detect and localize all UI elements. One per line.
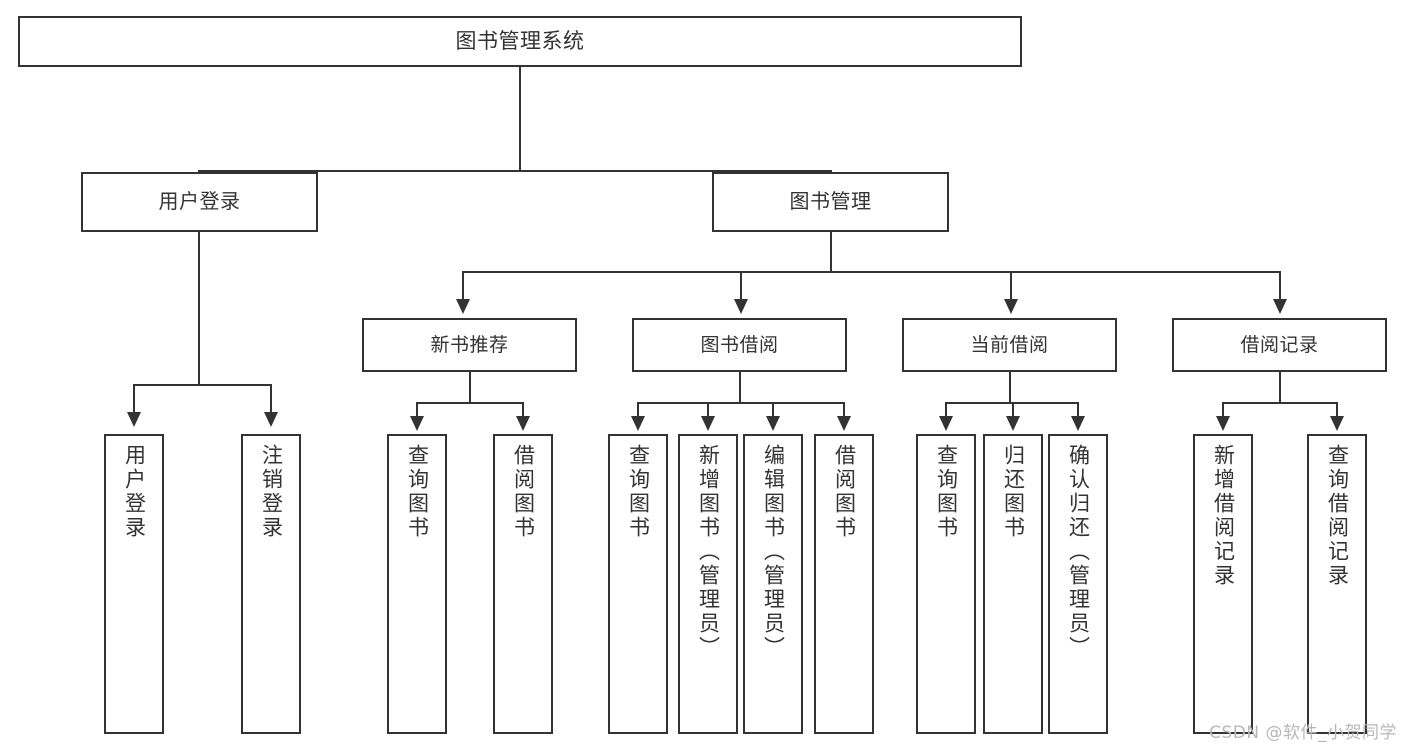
leaf-query-book-borrow[interactable]: 查询图书 xyxy=(608,434,668,734)
connector-new-book-stem xyxy=(469,372,471,404)
arrow-to-leaf-query-book-3 xyxy=(939,416,953,431)
node-user-login[interactable]: 用户登录 xyxy=(81,172,318,232)
leaf-label: 查询图书 xyxy=(626,444,651,540)
connector-borrow-record-bus xyxy=(1222,402,1338,404)
arrow-to-leaf-confirm-return xyxy=(1071,416,1085,431)
connector-book-borrow-drop-2 xyxy=(707,402,709,418)
connector-level2-bus xyxy=(198,170,832,172)
leaf-label: 编辑图书（管理员） xyxy=(761,444,786,660)
arrow-to-leaf-query-record xyxy=(1330,416,1344,431)
leaf-label: 新增借阅记录 xyxy=(1211,444,1236,588)
csdn-watermark: CSDN @软件_小贺同学 xyxy=(1209,723,1397,743)
leaf-add-book-admin[interactable]: 新增图书（管理员） xyxy=(678,434,738,734)
arrow-to-leaf-user-login xyxy=(127,412,141,427)
arrow-to-leaf-borrow-book-1 xyxy=(516,416,530,431)
connector-book-borrow-drop-1 xyxy=(637,402,639,418)
connector-borrow-record-drop-2 xyxy=(1336,402,1338,418)
arrow-to-leaf-query-book-2 xyxy=(631,416,645,431)
connector-level3-drop-1 xyxy=(462,271,464,301)
connector-book-borrow-stem xyxy=(739,372,741,404)
connector-book-management-stem xyxy=(830,232,832,273)
connector-level3-bus xyxy=(462,271,1279,273)
node-borrow-record[interactable]: 借阅记录 xyxy=(1172,318,1387,372)
connector-new-book-bus xyxy=(416,402,524,404)
arrow-to-leaf-borrow-book-2 xyxy=(837,416,851,431)
arrow-to-leaf-add-record xyxy=(1216,416,1230,431)
connector-level3-drop-3 xyxy=(1010,271,1012,301)
connector-current-borrow-drop-1 xyxy=(945,402,947,418)
leaf-label: 借阅图书 xyxy=(832,444,857,540)
leaf-label: 注销登录 xyxy=(259,444,284,540)
leaf-label: 新增图书（管理员） xyxy=(696,444,721,660)
node-label: 图书借阅 xyxy=(700,333,779,356)
node-label: 图书管理 xyxy=(789,189,872,214)
arrow-to-leaf-return-book xyxy=(1006,416,1020,431)
node-book-management[interactable]: 图书管理 xyxy=(712,172,949,232)
leaf-label: 借阅图书 xyxy=(511,444,536,540)
leaf-label: 用户登录 xyxy=(122,444,147,540)
node-label: 图书管理系统 xyxy=(455,29,585,54)
node-current-borrow[interactable]: 当前借阅 xyxy=(902,318,1117,372)
leaf-query-book-current[interactable]: 查询图书 xyxy=(916,434,976,734)
connector-level3-drop-4 xyxy=(1279,271,1281,301)
leaf-return-book[interactable]: 归还图书 xyxy=(983,434,1043,734)
leaf-confirm-return-admin[interactable]: 确认归还（管理员） xyxy=(1048,434,1108,734)
leaf-label: 查询借阅记录 xyxy=(1325,444,1350,588)
arrow-to-leaf-query-book-1 xyxy=(410,416,424,431)
arrow-to-borrow-record xyxy=(1273,299,1287,314)
connector-user-login-stem xyxy=(198,232,200,385)
arrow-to-book-borrow xyxy=(734,299,748,314)
node-label: 当前借阅 xyxy=(970,333,1049,356)
connector-current-borrow-stem xyxy=(1009,372,1011,404)
leaf-label: 查询图书 xyxy=(934,444,959,540)
connector-borrow-record-stem xyxy=(1279,372,1281,404)
connector-book-borrow-drop-4 xyxy=(843,402,845,418)
leaf-borrow-book-new[interactable]: 借阅图书 xyxy=(493,434,553,734)
node-book-borrow[interactable]: 图书借阅 xyxy=(632,318,847,372)
connector-user-login-drop-1 xyxy=(133,384,135,414)
connector-current-borrow-drop-3 xyxy=(1077,402,1079,418)
leaf-label: 查询图书 xyxy=(405,444,430,540)
connector-level3-drop-2 xyxy=(740,271,742,301)
arrow-to-leaf-add-book xyxy=(701,416,715,431)
arrow-to-new-book-recommend xyxy=(456,299,470,314)
connector-book-borrow-drop-3 xyxy=(772,402,774,418)
node-label: 借阅记录 xyxy=(1240,333,1319,356)
connector-new-book-drop-1 xyxy=(416,402,418,418)
leaf-label: 确认归还（管理员） xyxy=(1066,444,1091,660)
node-label: 新书推荐 xyxy=(430,333,509,356)
connector-current-borrow-drop-2 xyxy=(1012,402,1014,418)
arrow-to-current-borrow xyxy=(1004,299,1018,314)
arrow-to-leaf-edit-book xyxy=(766,416,780,431)
leaf-query-book-new[interactable]: 查询图书 xyxy=(387,434,447,734)
node-label: 用户登录 xyxy=(158,189,241,214)
leaf-label: 归还图书 xyxy=(1001,444,1026,540)
connector-user-login-drop-2 xyxy=(270,384,272,414)
connector-root-stem xyxy=(519,67,521,171)
connector-user-login-bus xyxy=(133,384,272,386)
connector-borrow-record-drop-1 xyxy=(1222,402,1224,418)
leaf-borrow-book[interactable]: 借阅图书 xyxy=(814,434,874,734)
arrow-to-leaf-logout xyxy=(264,412,278,427)
leaf-edit-book-admin[interactable]: 编辑图书（管理员） xyxy=(743,434,803,734)
node-root-book-management-system[interactable]: 图书管理系统 xyxy=(18,16,1022,67)
leaf-user-login[interactable]: 用户登录 xyxy=(104,434,164,734)
connector-new-book-drop-2 xyxy=(522,402,524,418)
connector-book-borrow-bus xyxy=(637,402,844,404)
leaf-query-borrow-record[interactable]: 查询借阅记录 xyxy=(1307,434,1367,734)
leaf-logout[interactable]: 注销登录 xyxy=(241,434,301,734)
leaf-add-borrow-record[interactable]: 新增借阅记录 xyxy=(1193,434,1253,734)
node-new-book-recommend[interactable]: 新书推荐 xyxy=(362,318,577,372)
